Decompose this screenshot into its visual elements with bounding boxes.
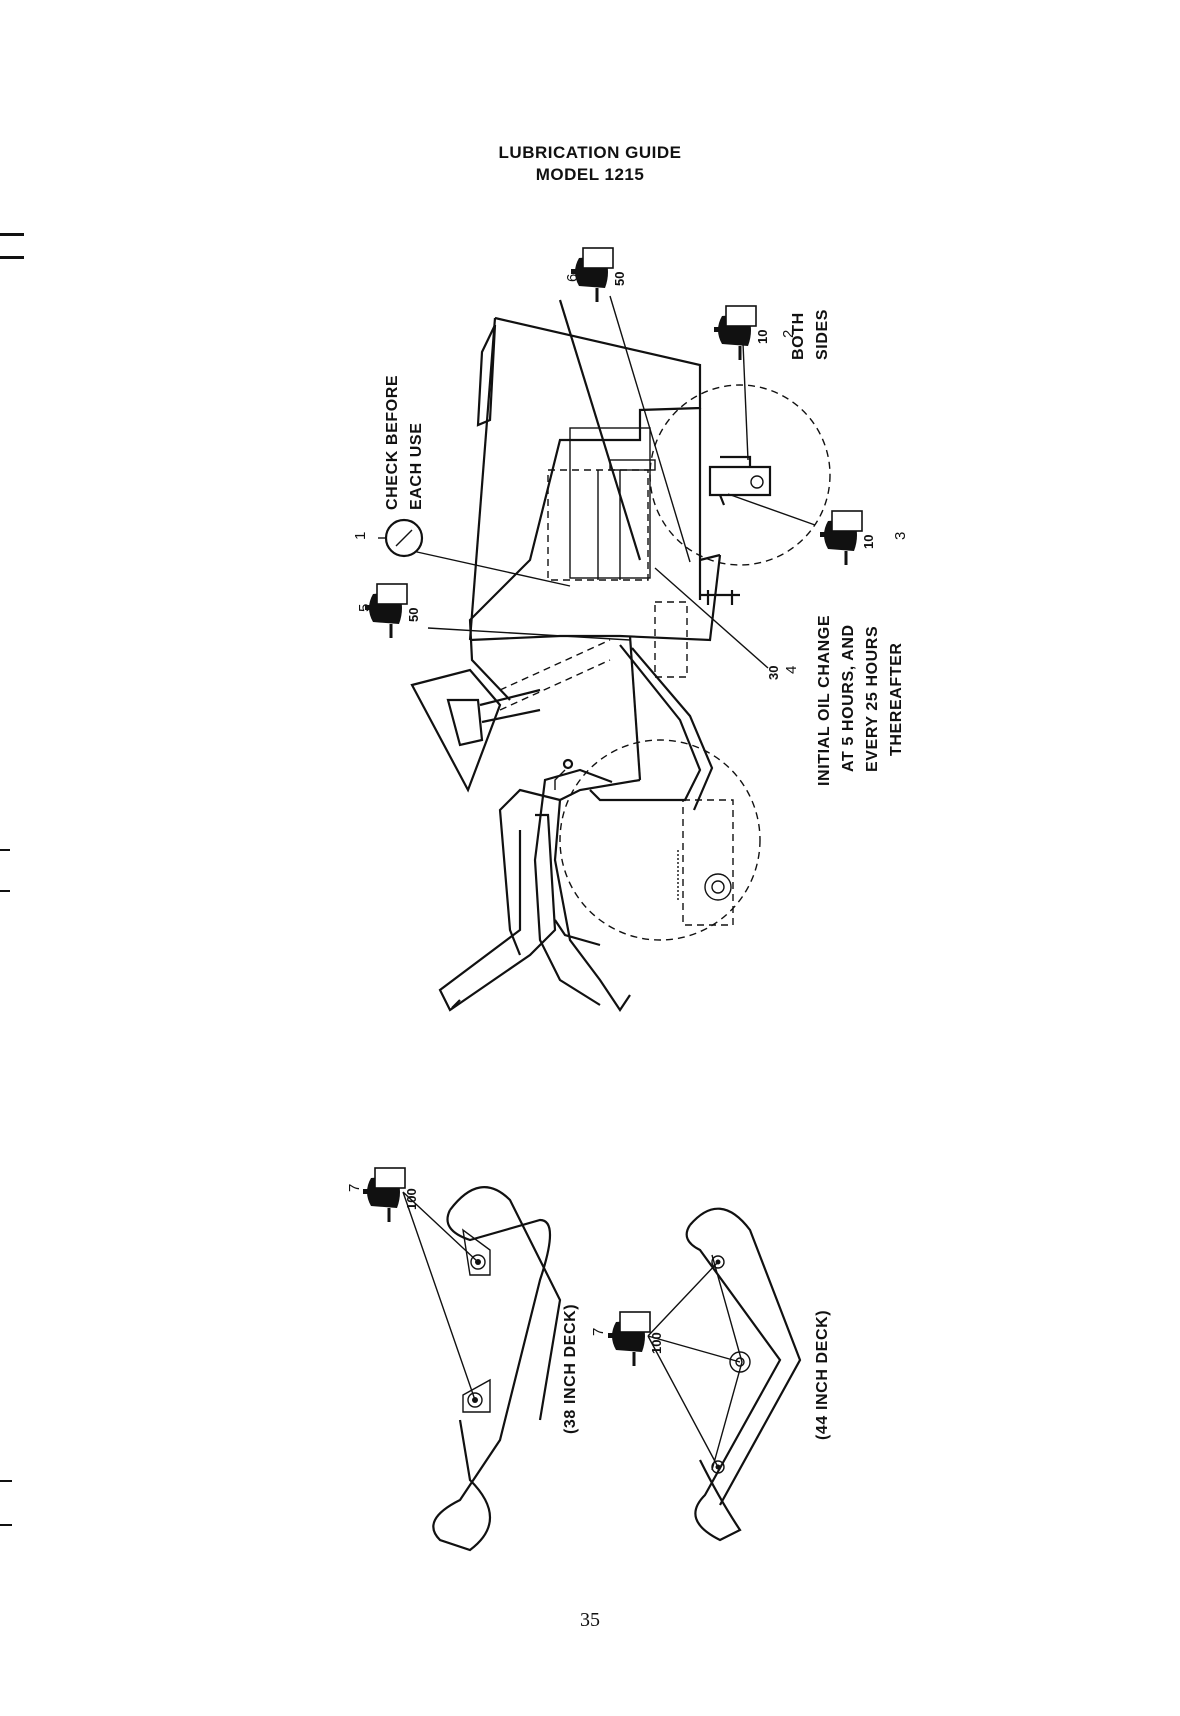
grade-label-7b: 100 [649,1332,664,1354]
note-both-sides-line2: SIDES [812,309,834,360]
oil-can-icon [714,306,756,360]
oil-can-icon [363,1168,405,1222]
grade-label-2: 10 [755,330,770,344]
grade-label-6: 50 [612,272,627,286]
callout-number-4: 4 [783,666,800,674]
page-number: 35 [0,1609,1180,1632]
note-both-sides-line1: BOTH [788,312,810,360]
callout-number-6: 6 [564,274,581,282]
caption-38-inch-deck: (38 INCH DECK) [560,1304,582,1434]
dipstick-gauge-icon [378,520,422,556]
grade-label-7a: 100 [404,1188,419,1210]
tractor-body [412,300,830,1010]
callout-number-3: 3 [892,532,909,540]
mower-deck-44 [648,1209,800,1540]
note-check-before-line2: EACH USE [406,423,428,510]
leader-lines [408,296,815,668]
oil-can-icon [608,1312,650,1366]
callout-number-7a: 7 [346,1184,363,1192]
callout-number-5: 5 [356,604,373,612]
caption-44-inch-deck: (44 INCH DECK) [812,1310,834,1440]
note-oil-change-line3: EVERY 25 HOURS [862,626,884,772]
note-oil-change-line1: INITIAL OIL CHANGE [814,615,836,786]
callout-number-1: 1 [352,532,369,540]
grade-label-3: 10 [861,535,876,549]
note-check-before-line1: CHECK BEFORE [382,375,404,510]
grade-label-5: 50 [406,608,421,622]
note-oil-change-line2: AT 5 HOURS, AND [838,624,860,772]
grade-label-4: 30 [766,666,781,680]
mower-deck-38 [403,1187,560,1550]
oil-can-icon [820,511,862,565]
callout-number-7b: 7 [590,1328,607,1336]
note-oil-change-line4: THEREAFTER [886,642,908,756]
